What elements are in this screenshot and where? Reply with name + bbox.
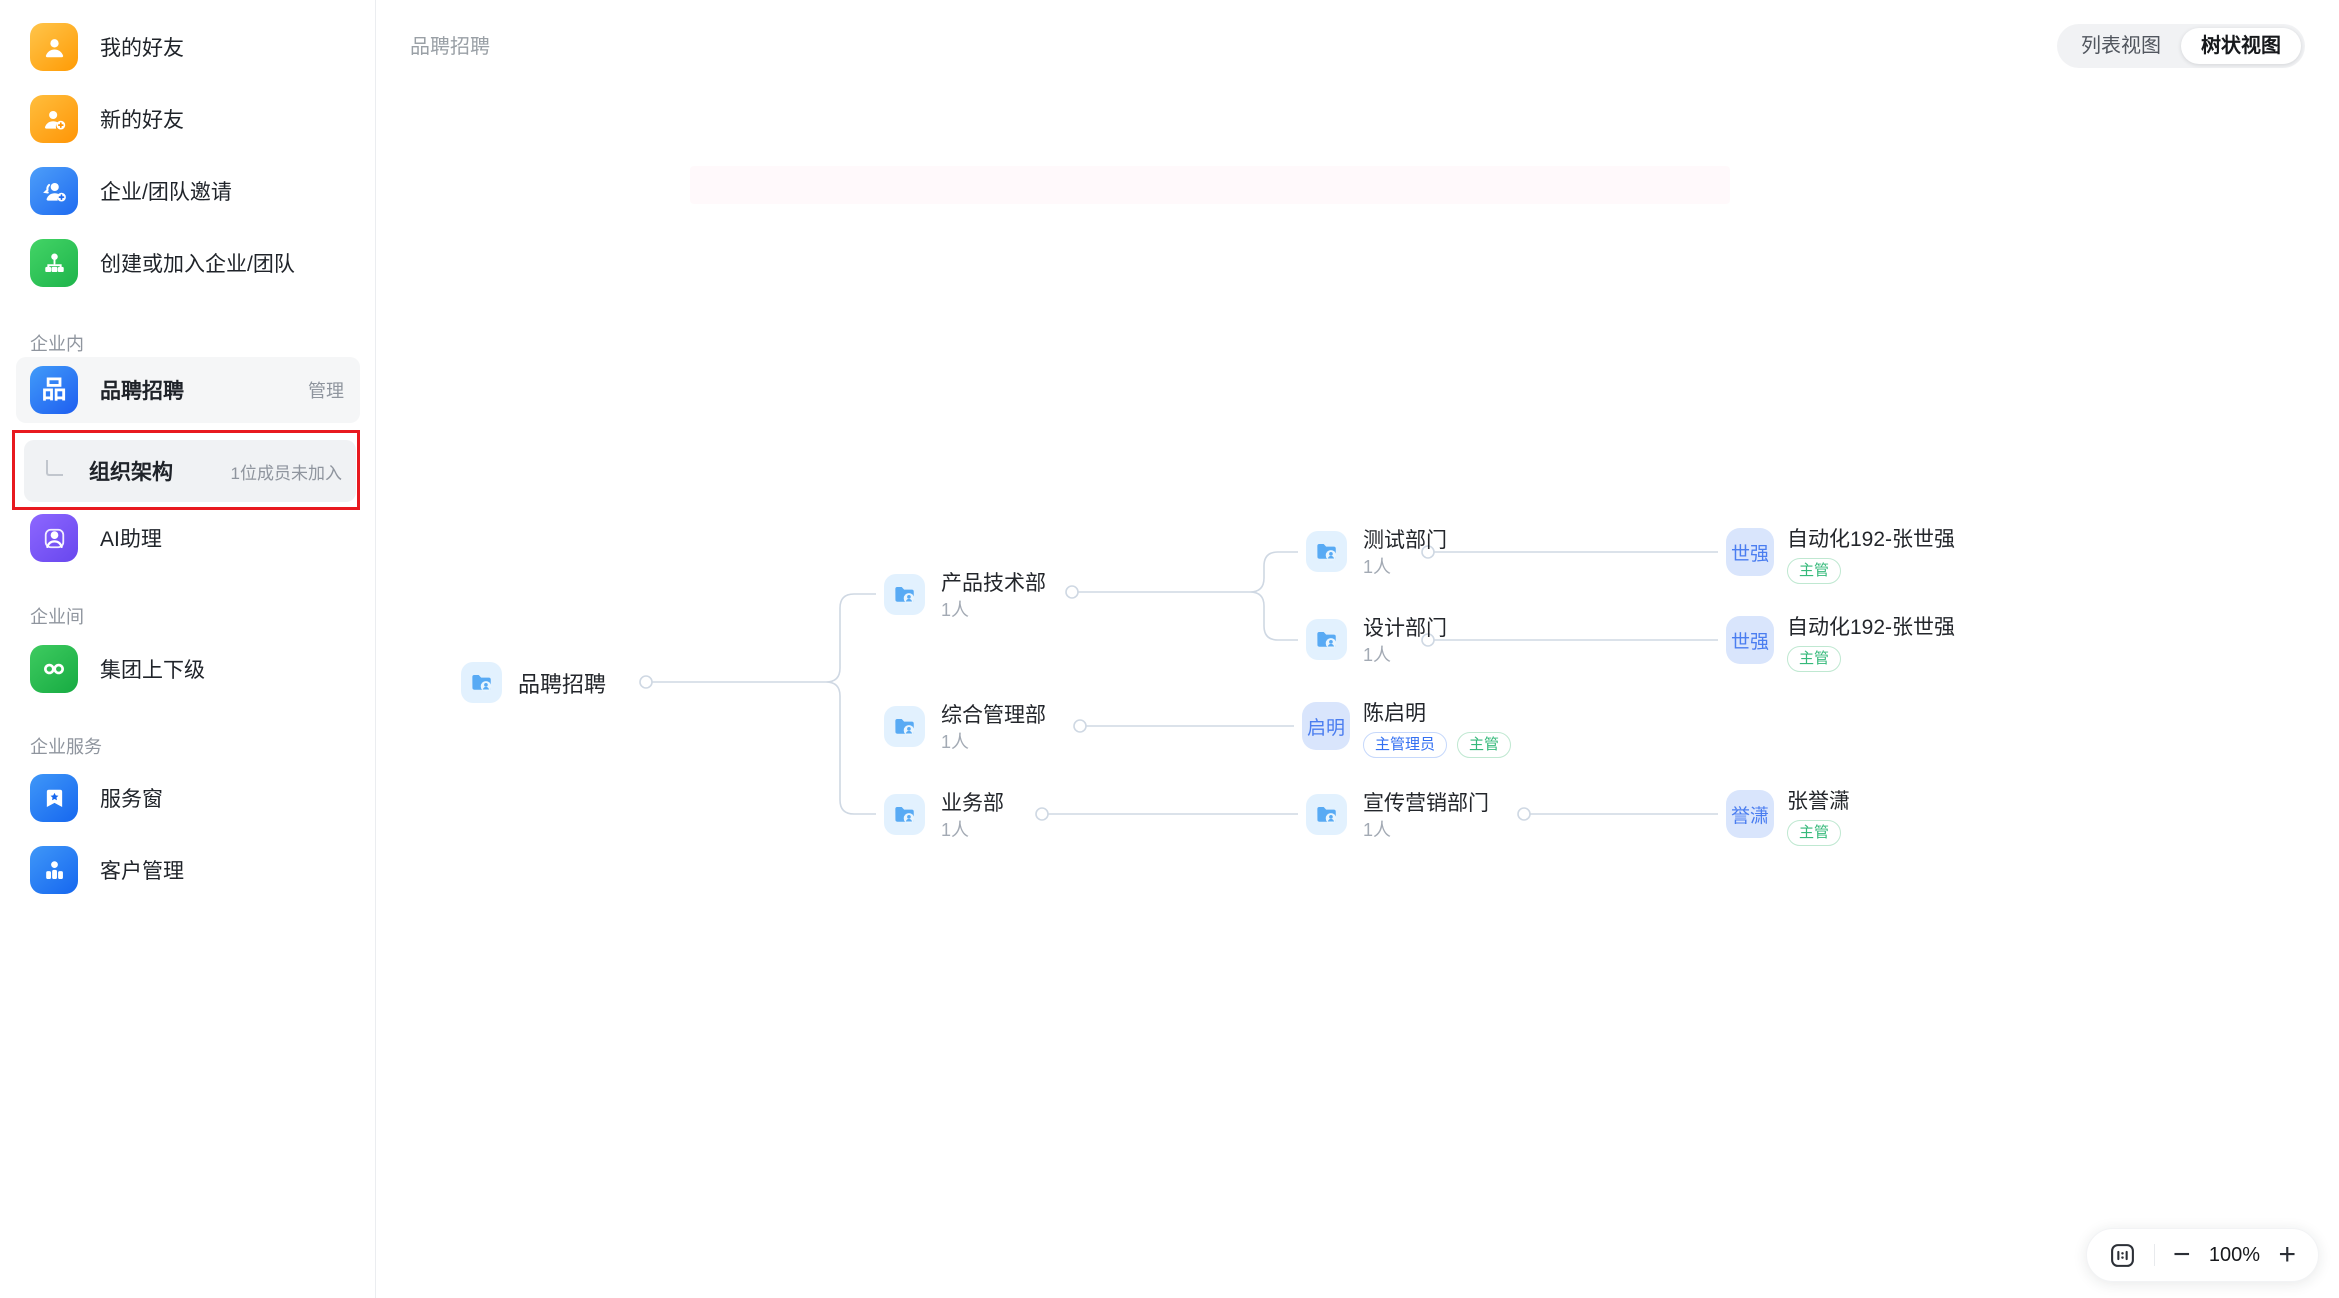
dept-member-count: 1人	[1363, 820, 1392, 840]
role-badge-supervisor: 主管	[1457, 732, 1512, 758]
member-node[interactable]: 誉潇 张誉潇 主管	[1726, 790, 1850, 846]
section-label-inter-company: 企业间	[30, 607, 84, 627]
sub-level-elbow-icon	[46, 460, 63, 476]
zoom-in-button[interactable]: +	[2278, 1238, 2296, 1271]
root-node-label: 品聘招聘	[518, 671, 607, 697]
highlight-band	[690, 166, 1730, 204]
dept-node-design[interactable]: 设计部门 1人	[1306, 617, 1447, 666]
role-badge-supervisor: 主管	[1787, 646, 1842, 672]
dept-name: 设计部门	[1363, 617, 1447, 640]
sidebar-item-label: 企业/团队邀请	[100, 181, 232, 204]
sidebar-item-label: 组织架构	[89, 461, 173, 484]
member-node[interactable]: 世强 自动化192-张世强 主管	[1726, 528, 1955, 584]
avatar: 启明	[1302, 702, 1350, 750]
dept-name: 业务部	[941, 792, 1004, 815]
company-app-icon-char: 品	[41, 375, 67, 404]
avatar: 世强	[1726, 528, 1774, 576]
person-add-icon	[30, 95, 78, 143]
dept-name: 测试部门	[1363, 529, 1447, 552]
member-node[interactable]: 世强 自动化192-张世强 主管	[1726, 616, 1955, 672]
members-not-joined-label: 1位成员未加入	[230, 463, 342, 483]
folder-person-icon	[461, 662, 502, 703]
dept-node-general-mgmt[interactable]: 综合管理部 1人	[884, 704, 1046, 753]
dept-member-count: 1人	[941, 820, 970, 840]
sidebar-item-label: 品聘招聘	[100, 380, 184, 403]
sidebar-item-customer-mgmt[interactable]: 客户管理	[0, 834, 376, 906]
folder-person-icon	[884, 794, 925, 835]
avatar: 誉潇	[1726, 790, 1774, 838]
zoom-toolbar: − 100% +	[2085, 1228, 2319, 1282]
tree-root-node[interactable]: 品聘招聘	[461, 662, 606, 703]
sidebar-item-label: 服务窗	[100, 788, 163, 811]
org-chart-icon	[30, 239, 78, 287]
role-badge-supervisor: 主管	[1787, 820, 1842, 846]
dept-member-count: 1人	[1363, 645, 1392, 665]
folder-person-icon	[1306, 531, 1347, 572]
zoom-level: 100%	[2208, 1243, 2261, 1266]
sidebar-item-create-join-org[interactable]: 创建或加入企业/团队	[0, 227, 376, 299]
team-invite-icon	[30, 167, 78, 215]
sidebar-item-service-window[interactable]: 服务窗	[0, 762, 376, 834]
dept-name: 综合管理部	[941, 704, 1046, 727]
sidebar-item-new-friends[interactable]: 新的好友	[0, 83, 376, 155]
zoom-out-button[interactable]: −	[2172, 1238, 2191, 1271]
member-name: 自动化192-张世强	[1787, 528, 1956, 551]
manage-label: 管理	[308, 381, 344, 401]
folder-person-icon	[1306, 619, 1347, 660]
ai-assistant-icon	[30, 514, 78, 562]
sidebar-item-my-friends[interactable]: 我的好友	[0, 11, 376, 83]
dept-member-count: 1人	[1363, 557, 1392, 577]
breadcrumb: 品聘招聘	[410, 36, 490, 58]
member-name: 自动化192-张世强	[1787, 616, 1956, 639]
dept-name: 宣传营销部门	[1363, 792, 1489, 815]
section-label-services: 企业服务	[30, 737, 102, 757]
sidebar-item-group-hierarchy[interactable]: 集团上下级	[0, 633, 376, 705]
sidebar-item-org-structure[interactable]: 组织架构 1位成员未加入	[24, 440, 356, 502]
dept-node-business[interactable]: 业务部 1人	[884, 792, 1004, 841]
fit-view-icon[interactable]	[2109, 1242, 2136, 1269]
folder-person-icon	[884, 574, 925, 615]
dept-member-count: 1人	[941, 600, 970, 620]
sidebar-item-label: 客户管理	[100, 860, 184, 883]
sidebar-item-label: 新的好友	[100, 109, 184, 132]
role-badge-supervisor: 主管	[1787, 558, 1842, 584]
infinity-icon	[30, 645, 78, 693]
dept-name: 产品技术部	[941, 572, 1046, 595]
dept-member-count: 1人	[941, 732, 970, 752]
sidebar-item-label: 创建或加入企业/团队	[100, 253, 295, 276]
sidebar-item-company-app[interactable]: 品 品聘招聘 管理	[16, 357, 360, 423]
dept-node-testing[interactable]: 测试部门 1人	[1306, 529, 1447, 578]
sidebar-item-label: 我的好友	[100, 37, 184, 60]
role-badge-admin: 主管理员	[1363, 732, 1448, 758]
sidebar: 我的好友 新的好友 企业/团队邀请 创建或加入企业/团队 企业内 品 品	[0, 0, 376, 1298]
tab-list-view[interactable]: 列表视图	[2081, 35, 2161, 57]
dept-node-marketing[interactable]: 宣传营销部门 1人	[1306, 792, 1489, 841]
member-name: 张誉潇	[1787, 790, 1850, 813]
toolbar-divider	[2153, 1244, 2155, 1266]
tab-tree-view[interactable]: 树状视图	[2181, 28, 2301, 64]
dept-node-product-tech[interactable]: 产品技术部 1人	[884, 572, 1046, 621]
person-icon	[30, 23, 78, 71]
member-node[interactable]: 启明 陈启明 主管理员 主管	[1302, 702, 1512, 758]
person-chart-icon	[30, 846, 78, 894]
folder-person-icon	[1306, 794, 1347, 835]
company-app-icon: 品	[30, 366, 78, 414]
section-label-company: 企业内	[30, 334, 84, 354]
sidebar-item-label: 集团上下级	[100, 659, 205, 682]
view-toggle: 列表视图 树状视图	[2057, 24, 2305, 68]
bookmark-star-icon	[30, 774, 78, 822]
folder-person-icon	[884, 706, 925, 747]
sidebar-item-ai-assistant[interactable]: AI助理	[0, 502, 376, 574]
sidebar-item-team-invite[interactable]: 企业/团队邀请	[0, 155, 376, 227]
avatar: 世强	[1726, 616, 1774, 664]
member-name: 陈启明	[1363, 702, 1426, 725]
sidebar-item-label: AI助理	[100, 528, 162, 551]
